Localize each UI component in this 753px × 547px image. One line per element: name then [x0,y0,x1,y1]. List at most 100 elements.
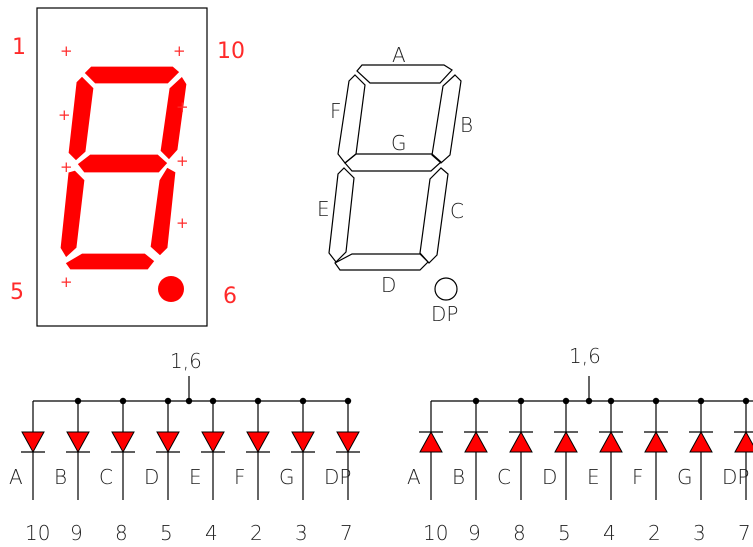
outline-label-f: F [330,99,342,123]
led-pin-number: 2 [250,521,263,545]
bus-junction-dot [164,397,172,405]
led-diode-triangle [509,430,533,453]
led-segment-label: A [407,465,421,489]
led-segment-label: C [99,465,113,489]
outline-label-e: E [317,197,330,221]
led-segment-label: D [542,465,557,489]
bus-junction-dot [344,397,352,405]
outline-segment-e [328,167,355,263]
led-a: A 10 [407,401,448,545]
segment-c [149,166,177,257]
led-b: B9 [452,397,488,545]
plus-mark: + [176,214,189,232]
led-diode-triangle [599,430,623,453]
led-segment-label: B [452,465,465,489]
common-pin-label: 1,6 [170,349,202,373]
segment-b [159,75,188,161]
bus-junction-dot [119,397,127,405]
display-frame [36,7,208,327]
led-segment-label: E [587,465,600,489]
plus-mark: + [60,42,73,60]
led-pin-number: 7 [738,521,751,545]
common-junction-dot [185,397,193,405]
led-segment-label: DP [324,465,351,489]
led-segment-label: G [279,465,295,489]
outline-segment-a [356,64,453,84]
pin-label-bottom-right: 6 [223,284,237,309]
led-dp: DP 7 [722,397,753,545]
led-diode-triangle [291,431,315,454]
display-panel: 1 10 5 6 + + + + + + + + [10,7,245,327]
pin-label-bottom-left: 5 [10,280,24,305]
led-c: C8 [99,397,135,545]
led-segment-label: G [677,465,693,489]
pin-label-top-left: 1 [12,35,26,60]
outline-label-b: B [460,113,473,137]
led-diode-triangle [419,430,443,453]
bus-junction-dot [652,397,660,405]
led-diode-triangle [66,431,90,454]
led-pin-number: 2 [648,521,661,545]
segment-g [76,153,169,174]
led-e: E4 [189,397,225,545]
led-diode-triangle [644,430,668,453]
led-pin-number: 9 [468,521,481,545]
bus-junction-dot [209,397,217,405]
led-g: G3 [677,397,713,545]
led-segment-label: F [234,465,246,489]
led-diode-triangle [201,431,225,454]
led-pin-number: 7 [340,521,353,545]
outline-segment-g [344,153,442,172]
led-diode-triangle [336,431,360,454]
segment-map-labels: A B C D E F G DP [317,43,473,326]
led-diode-triangle [156,431,180,454]
plus-mark: + [173,42,186,60]
led-f: F2 [234,397,270,545]
led-d: D5 [542,397,578,545]
plus-mark: + [58,106,71,124]
bus-junction-dot [742,397,750,405]
bus-junction-dot [472,397,480,405]
outline-segment-f [337,74,366,164]
led-dp: DP 7 [324,397,360,545]
segment-d [64,252,156,271]
outline-segment-b [431,74,462,164]
bus-junction-dot [74,397,82,405]
outline-segment-d [334,253,429,271]
plus-mark: + [176,98,189,116]
outline-label-a: A [392,43,406,67]
outline-label-g: G [391,131,407,155]
led-e: E4 [587,397,623,545]
led-f: F2 [632,397,668,545]
led-c: C8 [497,397,533,545]
led-pin-number: 4 [205,521,218,545]
bus-junction-dot [562,397,570,405]
led-diode-triangle [111,431,135,454]
led-pin-number: 3 [693,521,706,545]
plus-mark: + [60,158,73,176]
led-g: G3 [279,397,315,545]
pin-label-top-right: 10 [217,39,245,64]
led-diode-triangle [21,431,45,454]
led-a: A10 [9,401,50,545]
segment-a [83,65,181,85]
common-pin-label: 1,6 [569,344,601,368]
bus-junction-dot [697,397,705,405]
led-segment-label: A [9,465,23,489]
led-segment-label: B [54,465,67,489]
led-segment-label: DP [722,465,749,489]
segment-map [328,64,462,301]
led-pin-number: 5 [160,521,173,545]
segment-f [67,75,95,162]
outline-segment-c [419,167,449,264]
led-segment-label: C [497,465,511,489]
led-pin-number: 10 [423,521,448,545]
bus-junction-dot [254,397,262,405]
outline-decimal-point [434,277,458,301]
led-pin-number: 4 [603,521,616,545]
led-d: D5 [144,397,180,545]
led-segment-label: D [144,465,159,489]
